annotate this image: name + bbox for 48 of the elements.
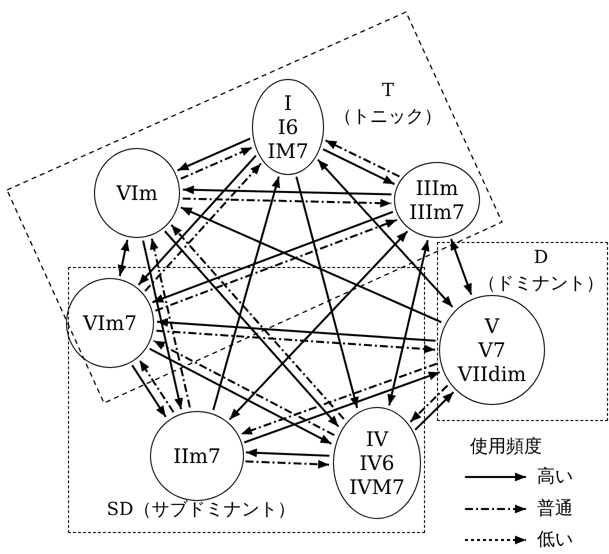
dashed-region xyxy=(68,267,425,533)
arrow xyxy=(180,206,442,324)
chord-ellipse: VIm7 xyxy=(66,278,154,368)
region-label: T （トニック） xyxy=(333,79,443,129)
arrow xyxy=(144,162,262,292)
legend-text: 高い xyxy=(537,465,573,489)
arrow xyxy=(156,330,436,354)
arrow xyxy=(155,218,398,312)
chord-ellipse: IIm7 xyxy=(150,411,244,501)
arrow xyxy=(182,185,392,196)
arrow xyxy=(152,210,394,304)
arrow xyxy=(153,340,335,436)
chord-ellipse: VIm xyxy=(94,148,180,238)
arrow xyxy=(325,140,400,178)
arrow xyxy=(244,371,440,444)
arrow xyxy=(118,240,130,276)
arrow xyxy=(149,348,332,445)
arrow xyxy=(180,146,253,180)
arrow xyxy=(240,362,438,436)
arrow xyxy=(212,176,280,410)
arrow xyxy=(150,238,191,408)
arrow xyxy=(450,238,472,296)
dashed-region xyxy=(437,242,608,421)
arrow xyxy=(245,460,330,469)
arrow xyxy=(156,318,436,342)
arrow xyxy=(142,240,183,410)
legend-text: 低い xyxy=(537,528,573,552)
chord-ellipse: IIIm IIIm7 xyxy=(394,162,480,238)
region-label: SD（サブドミナント） xyxy=(106,498,296,522)
arrow xyxy=(322,148,395,186)
region-label: D （ドミナント） xyxy=(477,246,605,296)
arrow xyxy=(295,176,359,408)
arrow xyxy=(246,448,330,458)
arrow xyxy=(387,240,430,406)
chord-ellipse: IV IV6 IVM7 xyxy=(333,407,421,519)
arrow xyxy=(317,159,454,308)
arrow xyxy=(182,198,392,208)
legend-text: 普通 xyxy=(537,496,573,520)
legend-title: 使用頻度 xyxy=(470,435,542,459)
chord-ellipse: V V7 VIIdim xyxy=(439,295,545,405)
chord-ellipse: I I6 IM7 xyxy=(252,79,324,175)
arrow xyxy=(414,391,454,431)
arrow xyxy=(138,154,257,286)
arrow xyxy=(410,384,448,423)
arrow xyxy=(228,230,408,420)
arrow xyxy=(138,360,174,413)
arrow xyxy=(177,138,250,172)
arrow xyxy=(131,364,167,418)
